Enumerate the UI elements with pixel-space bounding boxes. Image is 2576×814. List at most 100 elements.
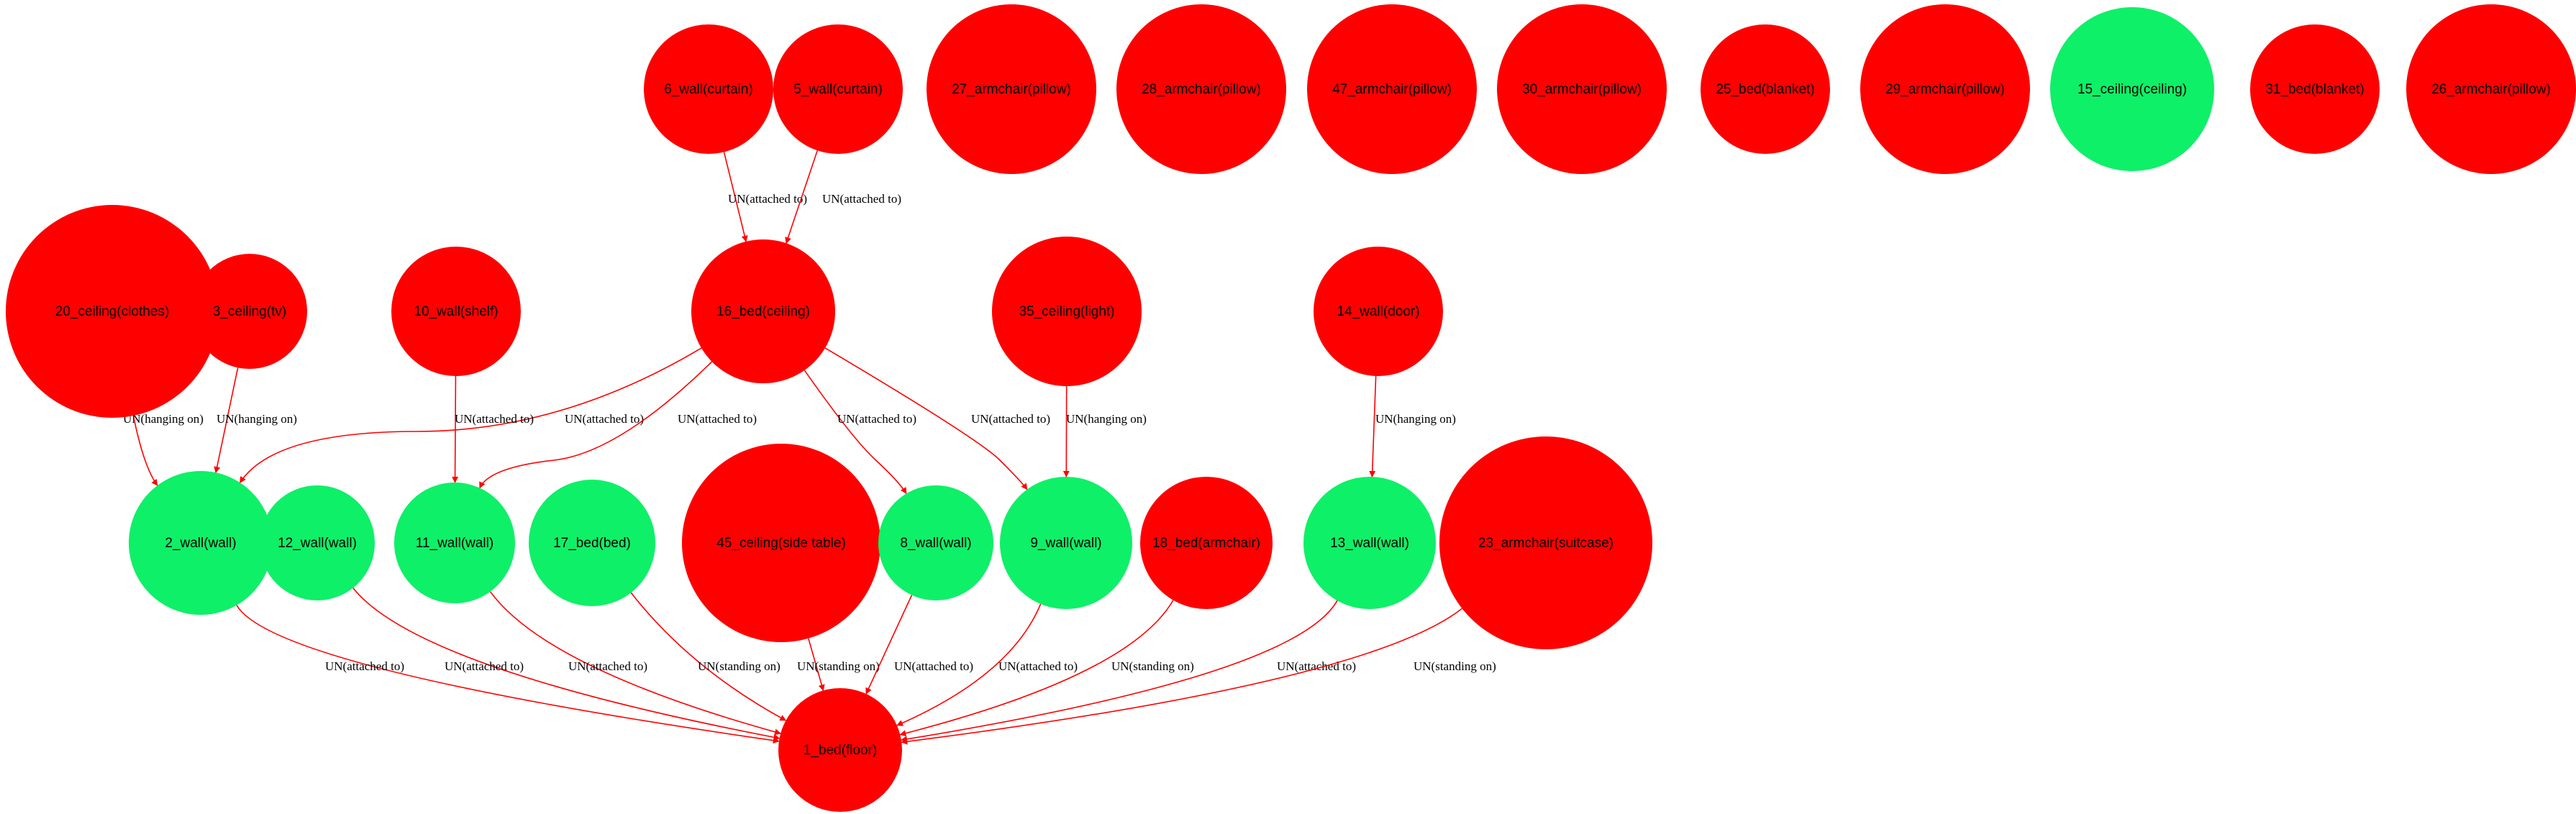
node-label: 18_bed(armchair) [1152, 536, 1260, 551]
node-label: 35_ceiling(light) [1019, 304, 1114, 319]
node-label: 13_wall(wall) [1330, 536, 1409, 551]
edge-16-to-2: UN(attached to) [239, 347, 702, 483]
node-31: 31_bed(blanket) [2250, 24, 2380, 154]
node-label: 2_wall(wall) [165, 536, 236, 551]
node-circle [2050, 7, 2214, 171]
node-17: 17_bed(bed) [529, 480, 655, 606]
node-circle [1307, 4, 1477, 174]
node-circle [1140, 477, 1273, 609]
edge-label: UN(attached to) [894, 659, 973, 673]
node-label: 11_wall(wall) [416, 536, 493, 551]
node-18: 18_bed(armchair) [1140, 477, 1273, 609]
edge-line [452, 375, 459, 483]
edge-3-to-2: UN(hanging on) [214, 367, 297, 474]
node-circle [129, 471, 273, 615]
node-circle [927, 4, 1096, 174]
edge-label: UN(attached to) [998, 659, 1078, 673]
node-25: 25_bed(blanket) [1701, 24, 1830, 154]
node-47: 47_armchair(pillow) [1307, 4, 1477, 174]
edge-16-to-9: UN(attached to) [824, 347, 1050, 490]
node-label: 10_wall(shelf) [414, 304, 498, 319]
node-circle [644, 24, 773, 154]
node-label: 14_wall(door) [1337, 304, 1419, 319]
node-circle [260, 485, 375, 600]
edge-23-to-1: UN(standing on) [901, 608, 1496, 745]
edge-label: UN(hanging on) [1375, 412, 1456, 426]
node-10: 10_wall(shelf) [391, 247, 521, 376]
node-16: 16_bed(ceiling) [691, 239, 835, 383]
node-circle [529, 480, 655, 606]
edge-label: UN(hanging on) [123, 412, 204, 426]
node-label: 31_bed(blanket) [2265, 82, 2364, 97]
node-29: 29_armchair(pillow) [1860, 4, 2030, 174]
edge-line [630, 592, 787, 721]
node-label: 9_wall(wall) [1030, 536, 1101, 551]
node-circle [1116, 4, 1286, 174]
node-circle [192, 254, 307, 369]
edge-5-to-16: UN(attached to) [785, 150, 901, 244]
edge-label: UN(hanging on) [1066, 412, 1147, 426]
edge-label: UN(attached to) [822, 192, 901, 206]
edge-6-to-16: UN(attached to) [723, 152, 807, 242]
node-circle [1000, 477, 1132, 609]
node-label: 30_armchair(pillow) [1522, 82, 1642, 97]
node-circle [394, 483, 515, 603]
node-20: 20_ceiling(clothes) [6, 205, 219, 418]
node-30: 30_armchair(pillow) [1497, 4, 1667, 174]
node-circle [1497, 4, 1667, 174]
node-45: 45_ceiling(side table) [682, 444, 880, 642]
node-label: 12_wall(wall) [278, 536, 357, 551]
edge-line [479, 361, 713, 489]
edge-line [804, 370, 907, 495]
node-circle [1303, 477, 1436, 609]
node-circle [2250, 24, 2380, 154]
edge-label: UN(attached to) [325, 659, 404, 673]
node-1: 1_bed(floor) [778, 688, 902, 812]
edge-line [896, 603, 1042, 726]
node-label: 25_bed(blanket) [1716, 82, 1814, 97]
node-28: 28_armchair(pillow) [1116, 4, 1286, 174]
node-label: 23_armchair(suitcase) [1478, 536, 1614, 551]
node-label: 6_wall(curtain) [664, 82, 753, 97]
node-label: 17_bed(bed) [553, 536, 631, 551]
edge-line [824, 347, 1028, 490]
edge-35-to-9: UN(hanging on) [1062, 385, 1147, 477]
node-label: 15_ceiling(ceiling) [2077, 82, 2187, 97]
node-label: 27_armchair(pillow) [952, 82, 1071, 97]
node-11: 11_wall(wall) [394, 483, 515, 603]
node-label: 5_wall(curtain) [793, 82, 883, 97]
edge-label: UN(standing on) [698, 659, 780, 673]
node-circle [1701, 24, 1830, 154]
edge-8-to-1: UN(attached to) [865, 595, 973, 695]
node-9: 9_wall(wall) [1000, 477, 1132, 609]
node-14: 14_wall(door) [1314, 247, 1443, 376]
node-12: 12_wall(wall) [260, 485, 375, 600]
edges-layer: UN(attached to) UN(attached to) UN(hanging… [123, 150, 1496, 745]
node-label: 26_armchair(pillow) [2431, 82, 2551, 97]
edge-9-to-1: UN(attached to) [896, 603, 1078, 726]
edge-line [808, 638, 825, 692]
edge-10-to-11: UN(attached to) [452, 375, 534, 483]
edge-17-to-1: UN(standing on) [630, 592, 787, 721]
edge-line [723, 152, 748, 242]
node-23: 23_armchair(suitcase) [1439, 436, 1652, 649]
edge-45-to-1: UN(standing on) [797, 638, 880, 692]
edge-label: UN(attached to) [565, 412, 644, 426]
node-label: 20_ceiling(clothes) [55, 304, 169, 319]
node-circle [1860, 4, 2030, 174]
node-label: 8_wall(wall) [900, 536, 971, 551]
node-label: 28_armchair(pillow) [1142, 82, 1261, 97]
edge-11-to-1: UN(attached to) [489, 591, 781, 736]
edge-label: UN(attached to) [678, 412, 757, 426]
edge-line [214, 367, 239, 474]
edge-line [489, 591, 781, 736]
edge-label: UN(standing on) [797, 659, 880, 673]
node-circle [1439, 436, 1652, 649]
node-circle [6, 205, 219, 418]
node-label: 16_bed(ceiling) [716, 304, 810, 319]
edge-label: UN(attached to) [728, 192, 807, 206]
edge-label: UN(hanging on) [217, 412, 297, 426]
edge-line [901, 608, 1462, 745]
node-13: 13_wall(wall) [1303, 477, 1436, 609]
